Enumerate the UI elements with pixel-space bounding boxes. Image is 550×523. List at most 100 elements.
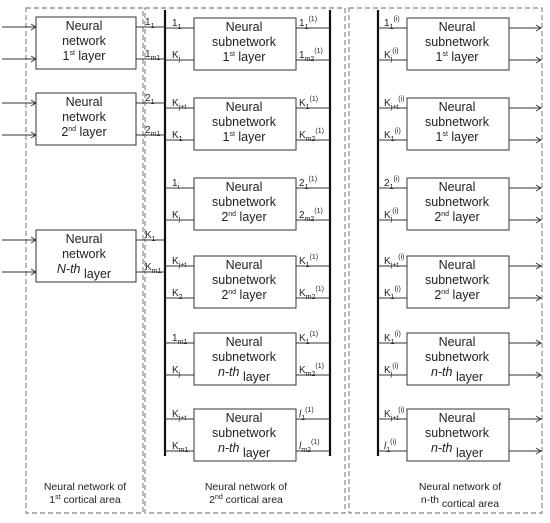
col2-box-5-shape [193,332,297,386]
col3-box-4-line3: 2nd layer [434,288,479,302]
col2-box-2-line2: subnetwork [212,115,277,129]
col3-in-label-12: l1(i) [384,439,396,454]
bus1-label-2: 1m1 [145,49,160,62]
col3-box-6-shape [406,408,510,462]
connection-wires [2,23,542,455]
col3-in-label-7: Kj+t(i) [384,254,404,269]
col3-in-label-6: Kj(i) [384,208,398,223]
col3-out-arrow-1 [535,24,542,32]
col2-box-5-line3: n-th layer [218,365,270,384]
col3-out-arrow-2 [535,56,542,64]
col2-in-label-3: Kj+t [172,98,186,111]
col1-box-1-shape [35,16,137,70]
col1-box-3-line2: network [62,247,107,261]
region-caption-2-line1: Neural network of [205,481,287,493]
col3-box-2-shape [406,97,510,151]
col3-in-label-9: K1(i) [384,331,401,346]
col1-box-3-line1: Neural [66,232,103,246]
col2-box-6-line1: Neural [226,411,263,425]
col3-box-1-line1: Neural [439,20,476,34]
col3-box-5-shape [406,332,510,386]
bus1-label-6: Km1 [145,262,162,275]
col3-box-5-line1: Neural [439,335,476,349]
bus1-label-3: 21 [145,93,155,106]
col2-box-1-line3: 1st layer [223,50,266,64]
col2-box-5-line2: subnetwork [212,350,277,364]
col1-box-1-line3: 1st layer [63,49,106,63]
col3-out-arrow-10 [535,371,542,379]
region-caption-1-line1: Neural network of [44,481,126,493]
col2-box-4-shape [193,255,297,309]
col2-box-6-shape [193,408,297,462]
col2-in-label-5: 1i [172,178,180,191]
col3-box-3-shape [406,177,510,231]
col2-box-5: Neural subnetwork n-th layer [193,332,297,386]
col1-box-3: Neural network N-th layer [35,229,137,283]
col2-box-4: Neural subnetwork 2nd layer [193,255,297,309]
col3-box-6: Neural subnetwork n-th layer [406,408,510,462]
col3-in-label-1: 11(i) [384,16,400,31]
col3-in-label-2: Kj(i) [384,48,398,63]
col2-in-label-4: K1 [172,130,183,143]
bus2-label-6: 2m2(1) [299,208,323,223]
col2-box-2-line3: 1st layer [223,130,266,144]
col3-box-1-line3: 1st layer [436,50,479,64]
col1-box-2-shape [35,92,137,146]
col2-box-3-line3: 2nd layer [221,210,266,224]
col3-in-label-10: Kj(i) [384,363,398,378]
region-frame-1 [25,7,144,514]
col1-box-1: Neural network 1st layer [35,16,137,70]
col3-out-arrow-5 [535,184,542,192]
col3-box-2-line3: 1st layer [436,130,479,144]
col3-box-2: Neural subnetwork 1st layer [406,97,510,151]
col3-box-5-line3: n-th layer [431,365,483,384]
col2-in-label-7: Kj+t [172,256,186,269]
col2-box-4-line2: subnetwork [212,273,277,287]
bus1-label-4: 2m1 [145,125,160,138]
col3-out-arrow-3 [535,104,542,112]
col3-out-arrow-8 [535,294,542,302]
bus2-label-12: lm2(1) [299,439,320,454]
bus2-label-1: 11(1) [299,16,317,31]
bus2-label-9: K1(1) [299,331,318,346]
col2-box-2-shape [193,97,297,151]
col1-box-1-line1: Neural [66,19,103,33]
col3-box-6-line2: subnetwork [425,426,490,440]
col3-in-label-8: K1(i) [384,286,401,301]
col2-box-1-line2: subnetwork [212,35,277,49]
col2-in-label-8: K2 [172,288,183,301]
col3-box-1-line2: subnetwork [425,35,490,49]
bus1-label-1: 11 [145,17,155,30]
col1-box-3-shape [35,229,137,283]
col3-in-label-3: Kj+t(i) [384,96,404,111]
signal-labels: 111m1212m1K1Km111Kj11(1)1m2(1)11(i)Kj(i)… [145,16,404,454]
col1-box-1-line2: network [62,34,107,48]
col3-in-label-5: 21(i) [384,176,400,191]
col3-in-label-4: K1(i) [384,128,401,143]
col3-box-4: Neural subnetwork 2nd layer [406,255,510,309]
col2-in-label-2: Kj [172,50,181,63]
col1-box-2-line1: Neural [66,95,103,109]
bus2-label-10: Km2(1) [299,363,324,378]
col3-in-label-11: Kj+t(i) [384,407,404,422]
col3-box-1: Neural subnetwork 1st layer [406,17,510,71]
col3-box-3-line2: subnetwork [425,195,490,209]
col3-box-3-line3: 2nd layer [434,210,479,224]
region-caption-2-line2: 2nd cortical area [209,494,283,506]
bus2-label-11: l1(1) [299,407,314,422]
col2-box-1-shape [193,17,297,71]
col2-box-4-line1: Neural [226,258,263,272]
bus1-label-5: K1 [145,230,156,243]
col3-out-arrow-12 [535,447,542,455]
col2-box-3-line2: subnetwork [212,195,277,209]
col3-box-4-line2: subnetwork [425,273,490,287]
bus2-label-7: K1(1) [299,254,318,269]
region-caption-3-line2: n-th cortical area [421,494,499,510]
col2-box-3-shape [193,177,297,231]
region-caption-1-line2: 1st cortical area [49,494,121,506]
col3-box-5-line2: subnetwork [425,350,490,364]
col3-box-2-line2: subnetwork [425,115,490,129]
col2-box-2: Neural subnetwork 1st layer [193,97,297,151]
region-frame-2 [144,7,346,514]
